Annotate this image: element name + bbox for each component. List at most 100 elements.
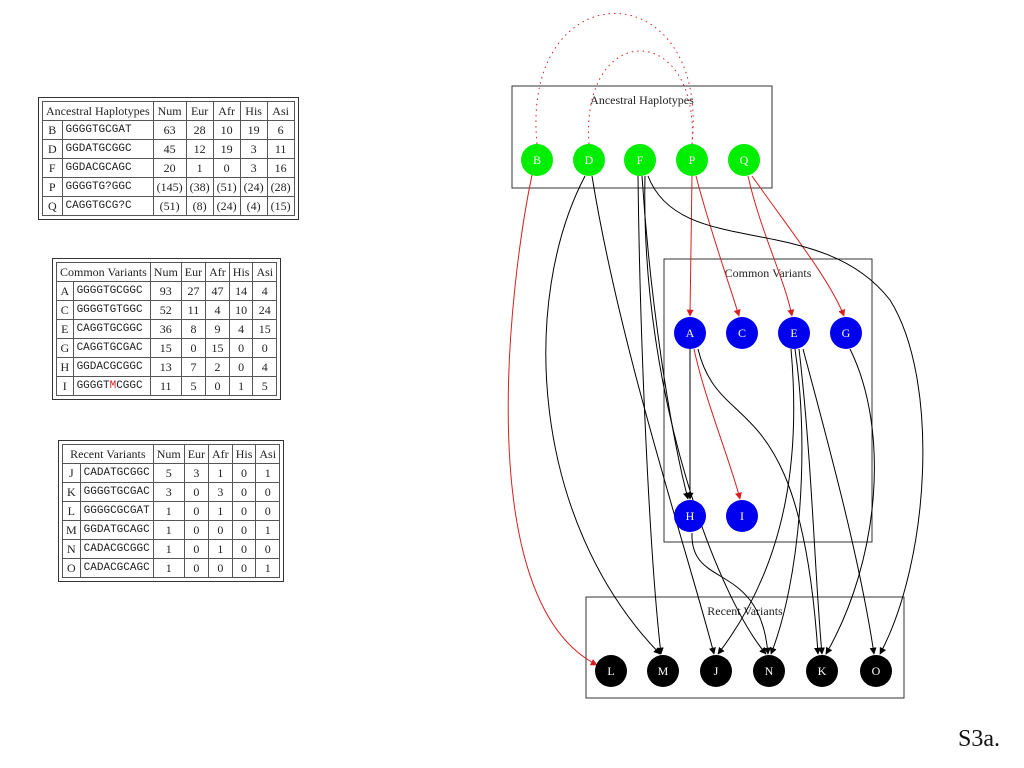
column-header: His [239,101,268,121]
cluster-label: Recent Variants [707,604,783,618]
node-circle [728,144,760,176]
node-label: L [607,664,614,678]
node-m: M [647,655,679,687]
count-cell: 3 [183,463,210,483]
count-cell: 11 [266,139,295,159]
node-p: P [676,144,708,176]
node-label: H [686,509,695,523]
node-i: I [726,500,758,532]
node-label: O [872,664,881,678]
node-circle [860,655,892,687]
figure-label: S3a. [958,726,1000,752]
node-label: M [658,664,669,678]
node-label: E [790,326,797,340]
node-label: B [533,153,541,167]
node-c: C [726,317,758,349]
edge-e-j [717,348,795,655]
node-h: H [674,500,706,532]
node-circle [726,317,758,349]
node-circle [521,144,553,176]
edge-e-n [770,348,803,655]
count-cell: (8) [185,196,214,216]
sequence-highlight: M [109,380,117,392]
haplotype-sequence: CADACGCGGC [79,539,154,559]
column-header: Num [152,101,187,121]
node-circle [647,655,679,687]
dotted-link-d-p [588,50,693,145]
node-circle [753,655,785,687]
node-circle [830,317,862,349]
count-cell: 19 [212,139,241,159]
node-circle [700,655,732,687]
count-cell: 19 [239,120,268,140]
node-circle [573,144,605,176]
sequence-suffix: CGGC [116,380,143,392]
edge-f-o [647,175,924,655]
edge-p-a [686,175,694,317]
node-label: C [738,326,746,340]
edge-a-k [697,348,822,655]
edge-q-g [751,175,845,317]
haplotype-sequence: CAGGTGCGGC [72,319,151,339]
haplotype-sequence: GGGGTMCGGC [72,376,151,396]
node-b: B [521,144,553,176]
edge-e-o [802,348,877,655]
node-label: D [585,153,594,167]
count-cell: 10 [228,300,254,320]
haplotype-sequence: GGGGTGCGAC [79,482,154,502]
node-n: N [753,655,785,687]
edge-f-h [641,175,690,500]
node-circle [726,500,758,532]
edge-f-m [637,175,664,655]
node-label: G [842,326,851,340]
column-header: Afr [205,262,230,282]
node-circle [595,655,627,687]
node-d: D [573,144,605,176]
haplotype-sequence: CAGGTGCG?C [61,196,154,216]
haplotype-sequence: GGGGCGCGAT [79,501,154,521]
node-circle [778,317,810,349]
cluster-box [585,596,905,699]
node-a: A [674,317,706,349]
node-f: F [624,144,656,176]
count-cell: (4) [239,196,268,216]
node-label: Q [740,153,749,167]
edge-d-m [545,175,661,655]
node-j: J [700,655,732,687]
count-cell: 0 [231,558,257,578]
cluster-box [511,85,773,189]
node-k: K [806,655,838,687]
haplotype-sequence: GGDACGCAGC [61,158,154,178]
table-title: Recent Variants [62,444,154,464]
count-cell: (51) [152,196,187,216]
cluster-recent: Recent Variants [585,596,905,699]
cluster-common: Common Variants [663,258,873,543]
cluster-box [663,258,873,543]
haplotype-id: Q [42,196,63,216]
node-label: J [714,664,719,678]
column-header: Asi [266,101,295,121]
haplotype-sequence: GGGGTGTGGC [72,300,151,320]
edge-f-n [644,175,767,655]
count-cell: 12 [185,139,214,159]
node-label: P [689,153,696,167]
edge-e-k [798,348,825,655]
count-cell: 5 [180,376,207,396]
count-cell: (24) [212,196,241,216]
node-label: K [818,664,827,678]
